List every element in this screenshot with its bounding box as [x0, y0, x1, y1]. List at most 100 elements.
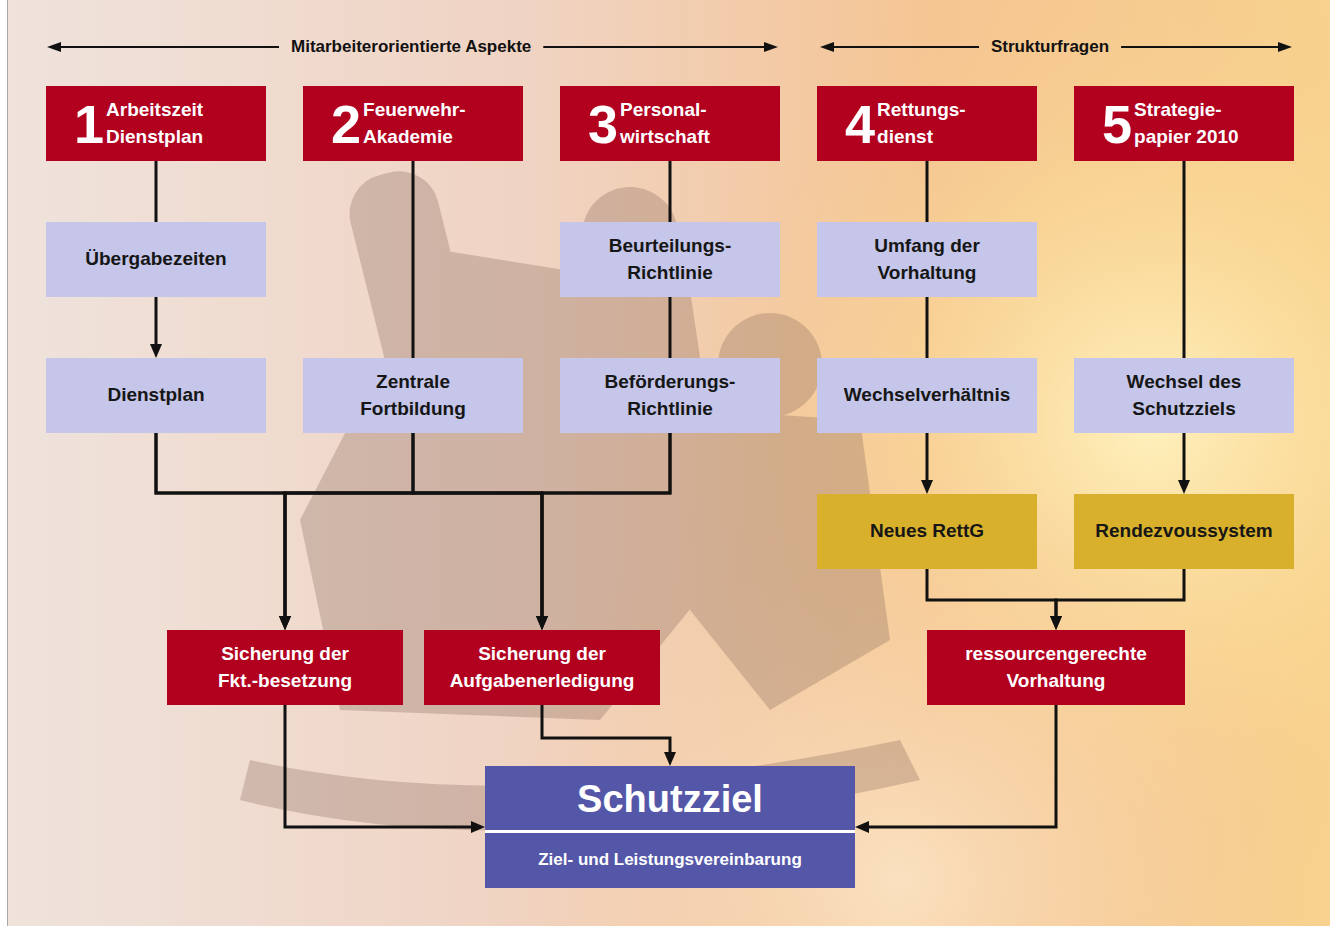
arrowhead	[921, 480, 933, 494]
outcome-box: Sicherung der Fkt.-besetzung	[167, 630, 403, 705]
connector-line	[156, 433, 542, 618]
outcome-box: Sicherung der Aufgabenerledigung	[424, 630, 660, 705]
connector-line	[1183, 161, 1186, 358]
box-label: Strategie- papier 2010	[1134, 97, 1259, 150]
span-line	[59, 46, 279, 48]
box-label: Dienstplan	[107, 382, 204, 409]
arrowhead	[1278, 42, 1292, 52]
goal-subtitle: Ziel- und Leistungsvereinbarung	[485, 833, 855, 888]
arrowhead	[855, 821, 869, 833]
span-line	[1121, 46, 1280, 48]
box-label: Arbeitszeit Dienstplan	[106, 97, 231, 150]
flow-connector	[927, 569, 1062, 630]
box-label: Beurteilungs- Richtlinie	[570, 233, 770, 286]
flow-connector	[156, 433, 548, 630]
arrowhead	[664, 752, 676, 766]
box-label: Umfang der Vorhaltung	[842, 233, 1012, 286]
category-box: 1Arbeitszeit Dienstplan	[46, 86, 266, 161]
connector-line	[285, 433, 670, 618]
category-number: 5	[1102, 97, 1131, 151]
category-box: 4Rettungs- dienst	[817, 86, 1037, 161]
flow-connector	[670, 161, 671, 222]
box-label: Sicherung der Fkt.-besetzung	[210, 641, 360, 694]
flow-connector	[156, 161, 157, 222]
flow-connector	[413, 161, 414, 358]
box-label: Zentrale Fortbildung	[338, 369, 488, 422]
box-label: Übergabezeiten	[85, 246, 226, 273]
flow-connector	[1178, 433, 1190, 494]
connector-line	[1056, 569, 1184, 618]
measure-box: Wechsel des Schutzziels	[1074, 358, 1294, 433]
arrowhead	[1178, 480, 1190, 494]
connector-line	[542, 705, 670, 754]
flow-connector	[150, 297, 162, 358]
box-label: ressourcengerechte Vorhaltung	[937, 641, 1175, 694]
connector-line	[669, 161, 672, 222]
arrowhead	[279, 616, 291, 630]
flow-connector	[1050, 569, 1184, 630]
box-label: Neues RettG	[870, 518, 984, 545]
connector-line	[155, 161, 158, 222]
category-number: 1	[74, 97, 103, 151]
connector-line	[412, 161, 415, 358]
photo-border	[7, 0, 8, 926]
box-label: Feuerwehr- Akademie	[363, 97, 488, 150]
category-number: 3	[588, 97, 617, 151]
arrowhead	[536, 616, 548, 630]
box-label: Personal- wirtschaft	[620, 97, 745, 150]
span-line	[543, 46, 766, 48]
connector-line	[156, 433, 285, 618]
connector-line	[669, 297, 672, 358]
flow-connector	[1184, 161, 1185, 358]
flow-connector	[536, 433, 670, 630]
arrowhead	[820, 42, 834, 52]
flow-connector	[285, 705, 485, 833]
box-label: Rendezvoussystem	[1095, 518, 1272, 545]
measure-box: Umfang der Vorhaltung	[817, 222, 1037, 297]
arrowhead	[1050, 616, 1062, 630]
category-box: 2Feuerwehr- Akademie	[303, 86, 523, 161]
box-label: Sicherung der Aufgabenerledigung	[434, 641, 650, 694]
category-number: 2	[331, 97, 360, 151]
flow-connector	[670, 297, 671, 358]
outcome-box: ressourcengerechte Vorhaltung	[927, 630, 1185, 705]
goal-box: SchutzzielZiel- und Leistungsvereinbarun…	[485, 766, 855, 888]
arrowhead	[764, 42, 778, 52]
goal-title: Schutzziel	[485, 766, 855, 833]
measure-box: Beurteilungs- Richtlinie	[560, 222, 780, 297]
box-label: Wechselverhältnis	[844, 382, 1011, 409]
floor-glow	[7, 0, 1330, 926]
group-heading: Mitarbeiterorientierte Aspekte	[291, 37, 531, 57]
arrowhead	[1050, 616, 1062, 630]
arrowhead	[279, 616, 291, 630]
connector-line	[926, 433, 929, 482]
measure-box: Beförderungs- Richtlinie	[560, 358, 780, 433]
flow-connector	[921, 433, 933, 494]
arrowhead	[536, 616, 548, 630]
arrowhead	[536, 616, 548, 630]
connector-line	[413, 433, 542, 618]
connector-line	[285, 705, 473, 827]
arrowhead	[150, 344, 162, 358]
connector-line	[1183, 433, 1186, 482]
measure-box: Wechselverhältnis	[817, 358, 1037, 433]
span-line	[832, 46, 979, 48]
flow-connector	[927, 161, 928, 222]
flow-connector	[927, 297, 928, 358]
connector-line	[867, 705, 1056, 827]
arrowhead	[47, 42, 61, 52]
flow-connector	[855, 705, 1056, 833]
group-heading: Strukturfragen	[991, 37, 1109, 57]
connector-line	[926, 161, 929, 222]
category-box: 5Strategie- papier 2010	[1074, 86, 1294, 161]
result-box: Rendezvoussystem	[1074, 494, 1294, 569]
flow-connector	[413, 433, 548, 630]
measure-box: Dienstplan	[46, 358, 266, 433]
box-label: Wechsel des Schutzziels	[1109, 369, 1259, 422]
arrowhead	[279, 616, 291, 630]
box-label: Beförderungs- Richtlinie	[570, 369, 770, 422]
connector-line	[285, 433, 413, 618]
measure-box: Zentrale Fortbildung	[303, 358, 523, 433]
fire-glow	[7, 0, 1330, 926]
